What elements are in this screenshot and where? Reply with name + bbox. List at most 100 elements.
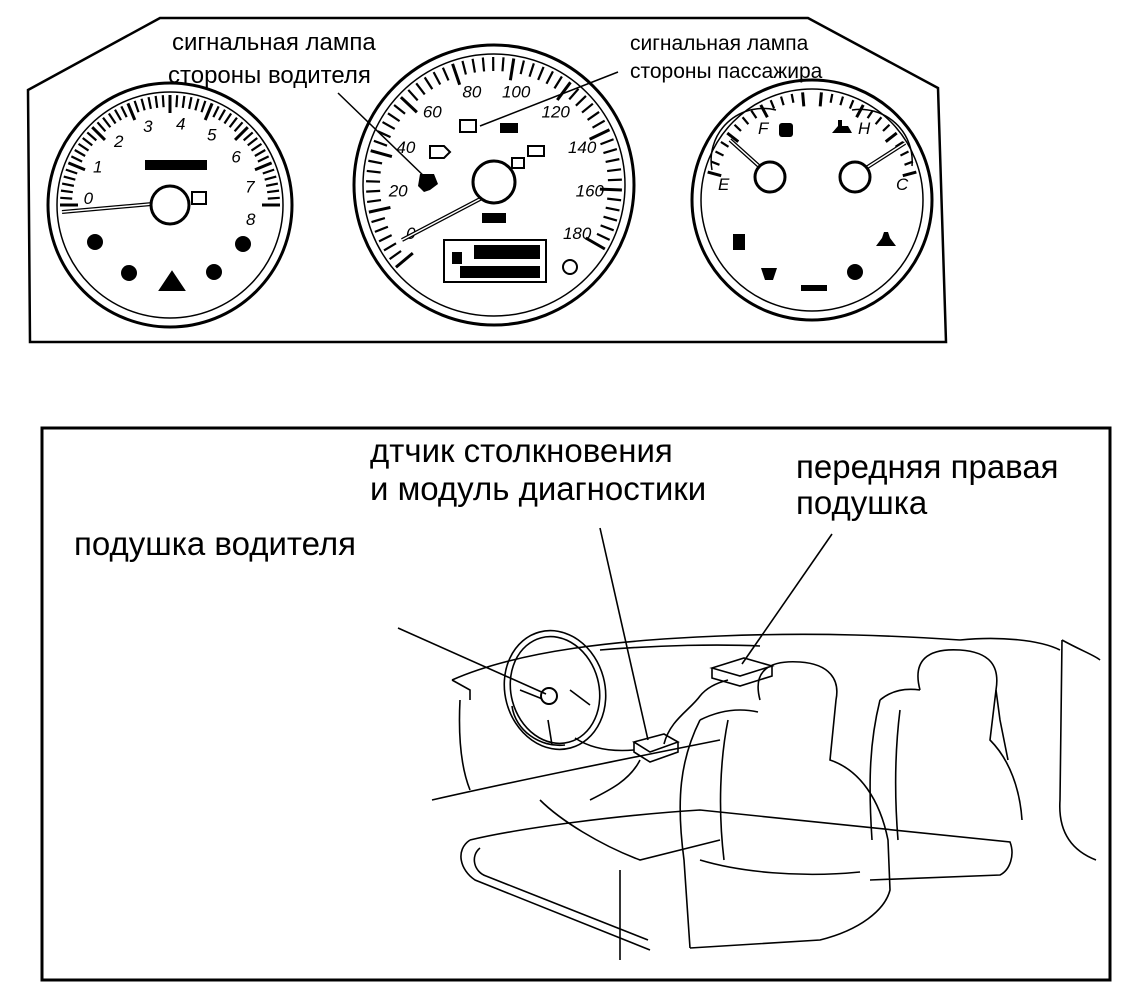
driver-airbag-lamp-icon	[418, 174, 438, 192]
lamp-icon	[761, 268, 777, 280]
gauge-tick	[714, 150, 725, 157]
gauge-tick	[423, 76, 434, 90]
gauge-tick	[537, 66, 545, 81]
gauge-tick	[586, 111, 600, 121]
gauge-tick	[370, 149, 393, 159]
gauge-tick	[407, 89, 419, 102]
gauge-tick	[707, 170, 722, 178]
gauge-tick	[759, 104, 769, 118]
gauge-tick	[866, 110, 874, 119]
gauge-tick	[839, 96, 845, 106]
right-gauge-ticks	[707, 92, 917, 178]
gauge-tick	[790, 93, 795, 103]
gauge-number: 5	[207, 125, 217, 144]
gauge-tick	[154, 95, 159, 108]
gauge-tick	[265, 182, 279, 187]
gauge-tick	[368, 159, 383, 165]
tachometer-ticks	[60, 95, 280, 207]
gauge-tick	[575, 95, 587, 107]
gauge-tick	[710, 160, 720, 166]
trip-reset-knob	[562, 259, 578, 275]
vehicle-interior-panel: подушка водителя дтчик столкновения и мо…	[40, 426, 1112, 982]
lamp-icon	[847, 264, 863, 280]
gauge-tick	[600, 224, 615, 232]
speedometer-numbers: 020406080100120140160180	[388, 83, 605, 243]
tachometer-display-bar	[145, 160, 207, 170]
gauge-tick	[218, 109, 226, 121]
gauge-tick	[581, 102, 594, 114]
gauge-tick	[228, 117, 238, 128]
gauge-tick	[415, 82, 426, 96]
gauge-tick	[70, 155, 83, 163]
gauge-number: 7	[245, 177, 255, 196]
tachometer-hub	[149, 184, 191, 226]
gauge-tick	[381, 121, 396, 130]
gauge-tick	[874, 116, 883, 125]
gauge-tick	[82, 137, 93, 147]
charge-lamp-icon	[206, 264, 222, 280]
gauge-tick	[114, 109, 122, 121]
gauge-tick	[374, 225, 389, 233]
gauge-tick	[60, 189, 73, 194]
seatbelt-lamp-icon	[158, 270, 186, 291]
gauge-tick	[107, 112, 117, 125]
gauge-tick	[140, 98, 146, 111]
gauge-number: 180	[563, 224, 592, 243]
temp-cold-label: C	[896, 175, 909, 194]
gauge-tick	[67, 161, 86, 172]
gauge-tick	[882, 123, 891, 132]
passenger-lamp-label-line1: сигнальная лампа	[630, 32, 809, 55]
gauge-tick	[393, 104, 406, 115]
gauge-tick	[181, 95, 186, 108]
gauge-tick	[175, 95, 179, 108]
sensor-leader	[599, 527, 649, 741]
gauge-tick	[233, 126, 249, 142]
driver-lamp-callout: сигнальная лампа стороны водителя	[168, 29, 429, 181]
gauge-tick	[126, 102, 137, 121]
passenger-airbag-leader	[741, 533, 833, 665]
gauge-number: 140	[568, 138, 597, 157]
gauge-tick	[242, 131, 254, 142]
gauge-tick	[247, 137, 258, 147]
gauge-tick	[568, 88, 580, 101]
gauge-tick	[61, 182, 75, 187]
fuel-hub	[753, 160, 787, 194]
gauge-tick	[605, 206, 620, 212]
gauge-tick	[267, 196, 280, 200]
gauge-tick	[605, 158, 620, 164]
gauge-tick	[267, 189, 280, 194]
gauge-tick	[596, 232, 611, 241]
gauge-tick	[451, 63, 462, 86]
gauge-number: 40	[396, 138, 415, 157]
gauge-number: 3	[143, 117, 153, 136]
gauge-tick	[262, 168, 275, 175]
gauge-tick	[585, 236, 606, 251]
gauge-tick	[461, 60, 467, 75]
gauge-tick	[471, 58, 477, 73]
gauge-tick	[726, 131, 740, 143]
gauge-number: 100	[502, 83, 531, 102]
speedometer-hub	[471, 159, 517, 205]
gauge-tick	[373, 139, 388, 147]
turn-signal-icon	[429, 145, 452, 159]
gauge-tick	[264, 175, 277, 181]
gauge-tick	[556, 81, 572, 101]
gauge-tick	[553, 75, 563, 89]
gauge-tick	[432, 71, 442, 86]
passenger-lamp-label-line2: стороны пассажира	[630, 60, 823, 83]
driver-lamp-label-line2: стороны водителя	[168, 62, 371, 89]
temp-hot-label: H	[858, 119, 871, 138]
gauge-tick	[848, 99, 855, 109]
gauge-tick	[223, 112, 233, 125]
gauge-tick	[899, 150, 910, 157]
gauge-tick	[387, 112, 401, 123]
odometer-digits	[474, 245, 540, 259]
gauge-tick	[65, 168, 78, 175]
lamp-icon	[801, 285, 827, 291]
fuel-pump-icon	[779, 123, 793, 137]
gauge-tick	[368, 205, 391, 214]
gauge-tick	[203, 102, 214, 121]
gauge-tick	[147, 96, 152, 110]
